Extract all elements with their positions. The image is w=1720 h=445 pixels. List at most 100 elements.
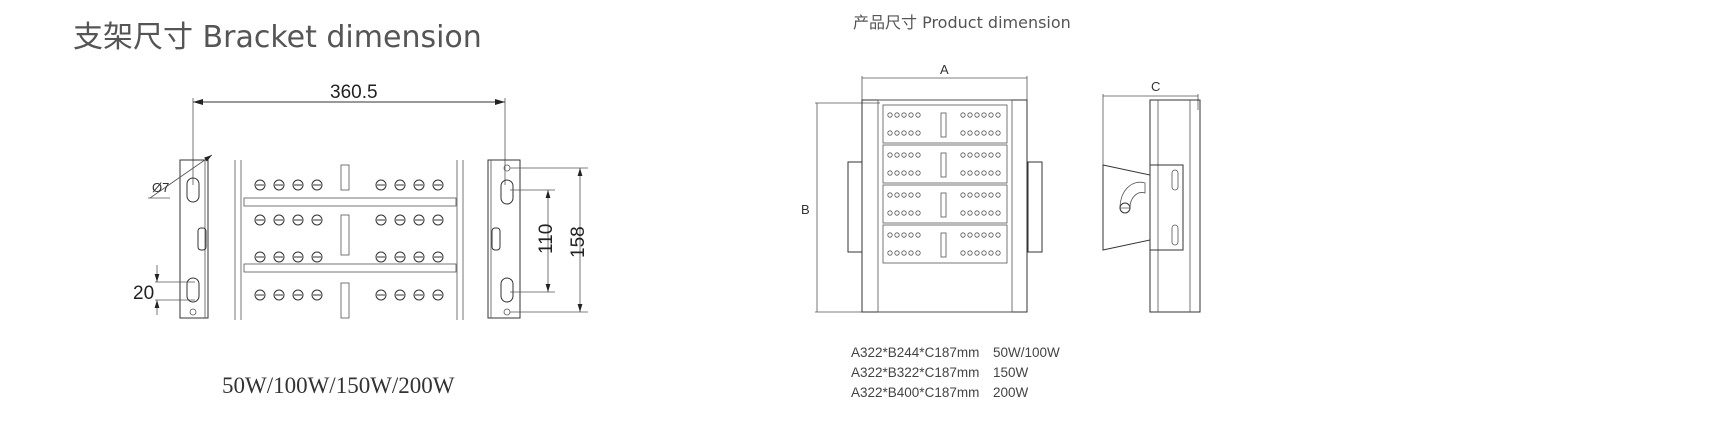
bracket-drawing: 360.5 Ø7 20 <box>133 82 589 398</box>
led-icon <box>311 179 323 191</box>
led-icon <box>908 232 914 238</box>
led-icon <box>995 152 1001 158</box>
led-icon <box>988 250 994 256</box>
led-icon <box>995 192 1001 198</box>
led-icon <box>413 289 425 301</box>
led-icon <box>311 289 323 301</box>
led-icon <box>915 112 921 118</box>
led-icon <box>967 130 973 136</box>
led-icon <box>432 251 444 263</box>
led-icon <box>960 152 966 158</box>
led-icon <box>901 130 907 136</box>
led-icon <box>901 250 907 256</box>
led-icon <box>908 210 914 216</box>
led-icon <box>988 130 994 136</box>
led-icon <box>273 179 285 191</box>
led-icon <box>915 210 921 216</box>
right-bracket <box>487 159 521 319</box>
dimension-c-label: C <box>1151 79 1160 94</box>
led-icon <box>394 251 406 263</box>
led-icon <box>960 232 966 238</box>
led-icon <box>887 130 893 136</box>
led-icon <box>273 251 285 263</box>
led-icon <box>908 250 914 256</box>
led-icon <box>915 170 921 176</box>
led-icon <box>432 289 444 301</box>
led-icon <box>908 130 914 136</box>
led-icon <box>894 112 900 118</box>
led-module <box>882 144 1008 184</box>
led-icon <box>254 214 266 226</box>
led-icon <box>375 179 387 191</box>
led-icon <box>901 152 907 158</box>
led-icon <box>394 179 406 191</box>
spec-watt: 150W <box>993 365 1029 380</box>
led-icon <box>901 170 907 176</box>
led-icon <box>894 232 900 238</box>
led-icon <box>901 112 907 118</box>
led-icon <box>254 251 266 263</box>
led-icon <box>995 210 1001 216</box>
led-icon <box>974 232 980 238</box>
led-icon <box>292 179 304 191</box>
led-icon <box>273 289 285 301</box>
led-module <box>882 184 1008 224</box>
led-icon <box>988 152 994 158</box>
led-icon <box>967 152 973 158</box>
led-icon <box>894 210 900 216</box>
led-icon <box>967 112 973 118</box>
led-icon <box>915 130 921 136</box>
outer-dimension-label: 158 <box>568 226 589 258</box>
led-icon <box>995 170 1001 176</box>
dimension-a-label: A <box>940 62 949 77</box>
led-icon <box>915 192 921 198</box>
led-icon <box>375 214 387 226</box>
led-icon <box>254 289 266 301</box>
led-icon <box>974 210 980 216</box>
led-icon <box>967 210 973 216</box>
led-icon <box>981 192 987 198</box>
led-icon <box>311 214 323 226</box>
led-icon <box>995 112 1001 118</box>
led-icon <box>981 232 987 238</box>
product-front-view: A B <box>801 62 1043 313</box>
led-icon <box>981 130 987 136</box>
led-icon <box>908 170 914 176</box>
led-icon <box>960 112 966 118</box>
mount-slot <box>340 164 350 191</box>
inner-dimension-label: 110 <box>536 224 557 254</box>
led-icon <box>887 170 893 176</box>
lamp-modules <box>234 160 464 320</box>
led-icon <box>960 170 966 176</box>
led-icon <box>292 214 304 226</box>
spec-size: A322*B244*C187mm <box>851 345 979 360</box>
led-icon <box>974 250 980 256</box>
led-icon <box>901 210 907 216</box>
hole-diameter-label: Ø7 <box>152 180 169 195</box>
spec-watt: 200W <box>993 385 1029 400</box>
led-icon <box>887 210 893 216</box>
led-icon <box>915 250 921 256</box>
mount-slot <box>340 214 350 256</box>
led-icon <box>960 130 966 136</box>
led-icon <box>394 214 406 226</box>
led-icon <box>967 170 973 176</box>
led-icon <box>981 170 987 176</box>
led-icon <box>995 130 1001 136</box>
led-icon <box>988 112 994 118</box>
led-icon <box>894 170 900 176</box>
led-icon <box>413 179 425 191</box>
led-icon <box>988 232 994 238</box>
led-icon <box>967 192 973 198</box>
led-icon <box>901 232 907 238</box>
led-icon <box>894 250 900 256</box>
led-icon <box>981 250 987 256</box>
led-icon <box>432 214 444 226</box>
led-icon <box>967 232 973 238</box>
led-icon <box>995 250 1001 256</box>
led-icon <box>311 251 323 263</box>
led-icon <box>413 214 425 226</box>
led-icon <box>908 112 914 118</box>
led-icon <box>974 130 980 136</box>
